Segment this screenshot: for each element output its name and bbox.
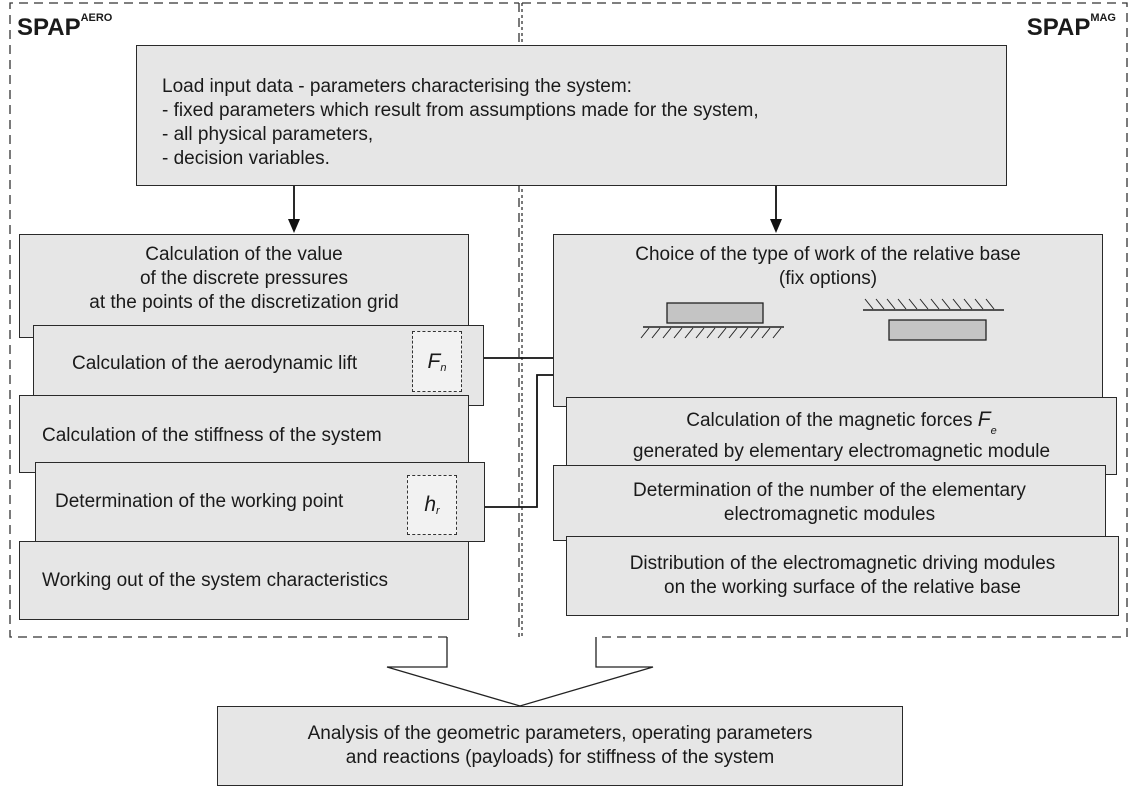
hr-symbol-letter: h: [424, 493, 436, 516]
pressures-line: of the discrete pressures: [139, 268, 349, 289]
load-input-box: Load input data - parameters characteris…: [136, 45, 1007, 186]
pressures-box: Calculation of the value of the discrete…: [19, 234, 469, 338]
lift-text: Calculation of the aerodynamic lift: [72, 353, 358, 374]
pressures-line: at the points of the discretization grid: [89, 292, 399, 313]
magnetic-line-1: Calculation of the magnetic forces Fe: [686, 408, 996, 440]
spap-aero-prefix: SPAP: [17, 14, 81, 41]
spap-aero-suffix: AERO: [80, 12, 113, 24]
spap-mag-prefix: SPAP: [1026, 14, 1091, 41]
analysis-line: and reactions (payloads) for stiffness o…: [345, 747, 775, 768]
mag-frame: [522, 2, 1128, 638]
arrowhead: [770, 219, 782, 233]
fn-symbol-letter: F: [427, 349, 441, 373]
distribution-box: Distribution of the electromagnetic driv…: [566, 536, 1119, 616]
choice-line: (fix options): [778, 268, 878, 289]
block-on-ground: [666, 302, 764, 324]
spap-mag-label: SPAPMAG: [1026, 12, 1116, 42]
analysis-box: Analysis of the geometric parameters, op…: [217, 706, 903, 786]
spap-aero-label: SPAPAERO: [17, 12, 113, 42]
characteristics-text: Working out of the system characteristic…: [42, 570, 388, 591]
number-modules-box: Determination of the number of the eleme…: [553, 465, 1106, 541]
block-under-ceiling: [888, 319, 987, 341]
merge-funnel: [386, 637, 654, 707]
load-input-line: Load input data - parameters characteris…: [162, 76, 632, 97]
distribution-line: on the working surface of the relative b…: [664, 577, 1021, 598]
load-input-line: - decision variables.: [162, 148, 330, 169]
fe-symbol-letter: F: [977, 407, 991, 431]
base-options-illustration: [640, 298, 1004, 341]
arrowhead: [288, 219, 300, 233]
ground-hatching: [640, 327, 782, 339]
fe-symbol-sub: e: [990, 425, 997, 438]
magnetic-line-2: generated by elementary electromagnetic …: [632, 441, 1051, 463]
distribution-line: Distribution of the electromagnetic driv…: [629, 553, 1056, 574]
working-point-text: Determination of the working point: [55, 491, 344, 512]
fe-symbol: Fe: [977, 407, 997, 437]
choice-box: Choice of the type of work of the relati…: [553, 234, 1103, 407]
aero-frame: [9, 2, 519, 638]
stiffness-box: Calculation of the stiffness of the syst…: [19, 395, 469, 473]
magnetic-forces-box: Calculation of the magnetic forces Fe ge…: [566, 397, 1117, 475]
ceiling-hatching: [864, 298, 995, 310]
pressures-line: Calculation of the value: [145, 244, 343, 265]
load-input-line: - all physical parameters,: [162, 124, 374, 145]
hr-symbol-sub: r: [436, 505, 440, 517]
load-input-line: - fixed parameters which result from ass…: [162, 100, 759, 121]
characteristics-box: Working out of the system characteristic…: [19, 541, 469, 620]
number-line: electromagnetic modules: [723, 504, 936, 525]
fn-symbol-sub: n: [440, 361, 447, 374]
stiffness-text: Calculation of the stiffness of the syst…: [42, 425, 382, 446]
analysis-line: Analysis of the geometric parameters, op…: [307, 723, 813, 744]
choice-line: Choice of the type of work of the relati…: [635, 244, 1021, 265]
number-line: Determination of the number of the eleme…: [633, 480, 1026, 501]
spap-mag-suffix: MAG: [1090, 12, 1116, 24]
magnetic-text: Calculation of the magnetic forces: [686, 409, 973, 431]
